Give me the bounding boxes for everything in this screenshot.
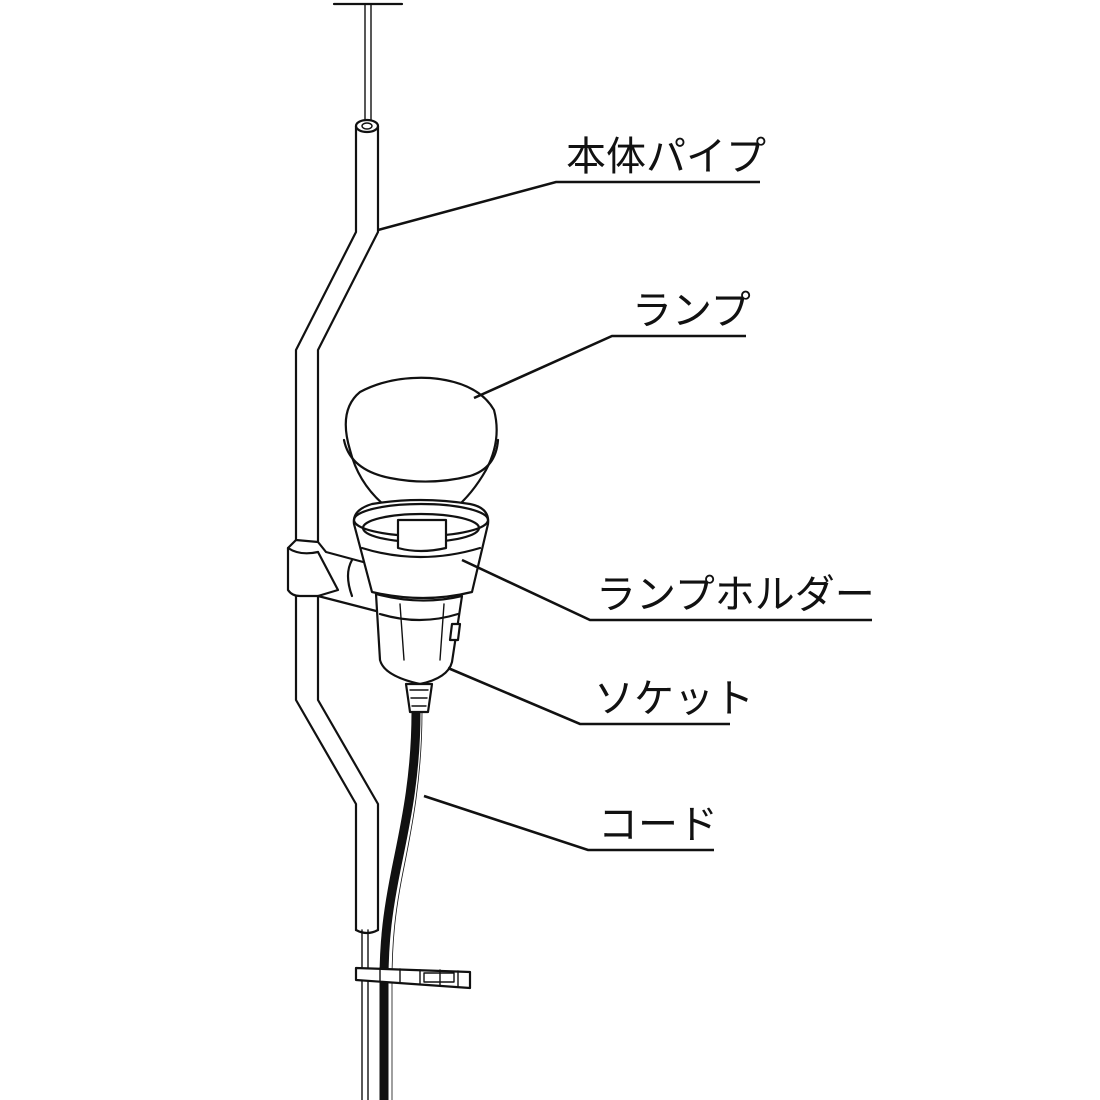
lower-wires	[361, 929, 369, 1100]
socket	[374, 592, 464, 714]
label-body-pipe: 本体パイプ	[566, 134, 766, 180]
label-lamp: ランプ	[632, 288, 751, 334]
label-socket: ソケット	[594, 676, 754, 722]
leader-holder	[461, 558, 872, 622]
body-pipe	[294, 118, 380, 935]
label-lamp-holder: ランプホルダー	[596, 572, 875, 618]
cord	[379, 711, 423, 1100]
leader-lines	[377, 180, 872, 852]
leader-cord	[423, 794, 714, 852]
lamp-bulb	[342, 376, 500, 554]
suspension-wire	[332, 2, 404, 121]
holder-bracket	[286, 538, 382, 614]
leader-socket	[447, 666, 730, 726]
cord-clamp	[354, 966, 472, 990]
leader-pipe	[377, 180, 760, 232]
label-cord: コード	[598, 802, 718, 848]
lamp-holder	[352, 498, 490, 600]
leader-lamp	[473, 334, 746, 400]
